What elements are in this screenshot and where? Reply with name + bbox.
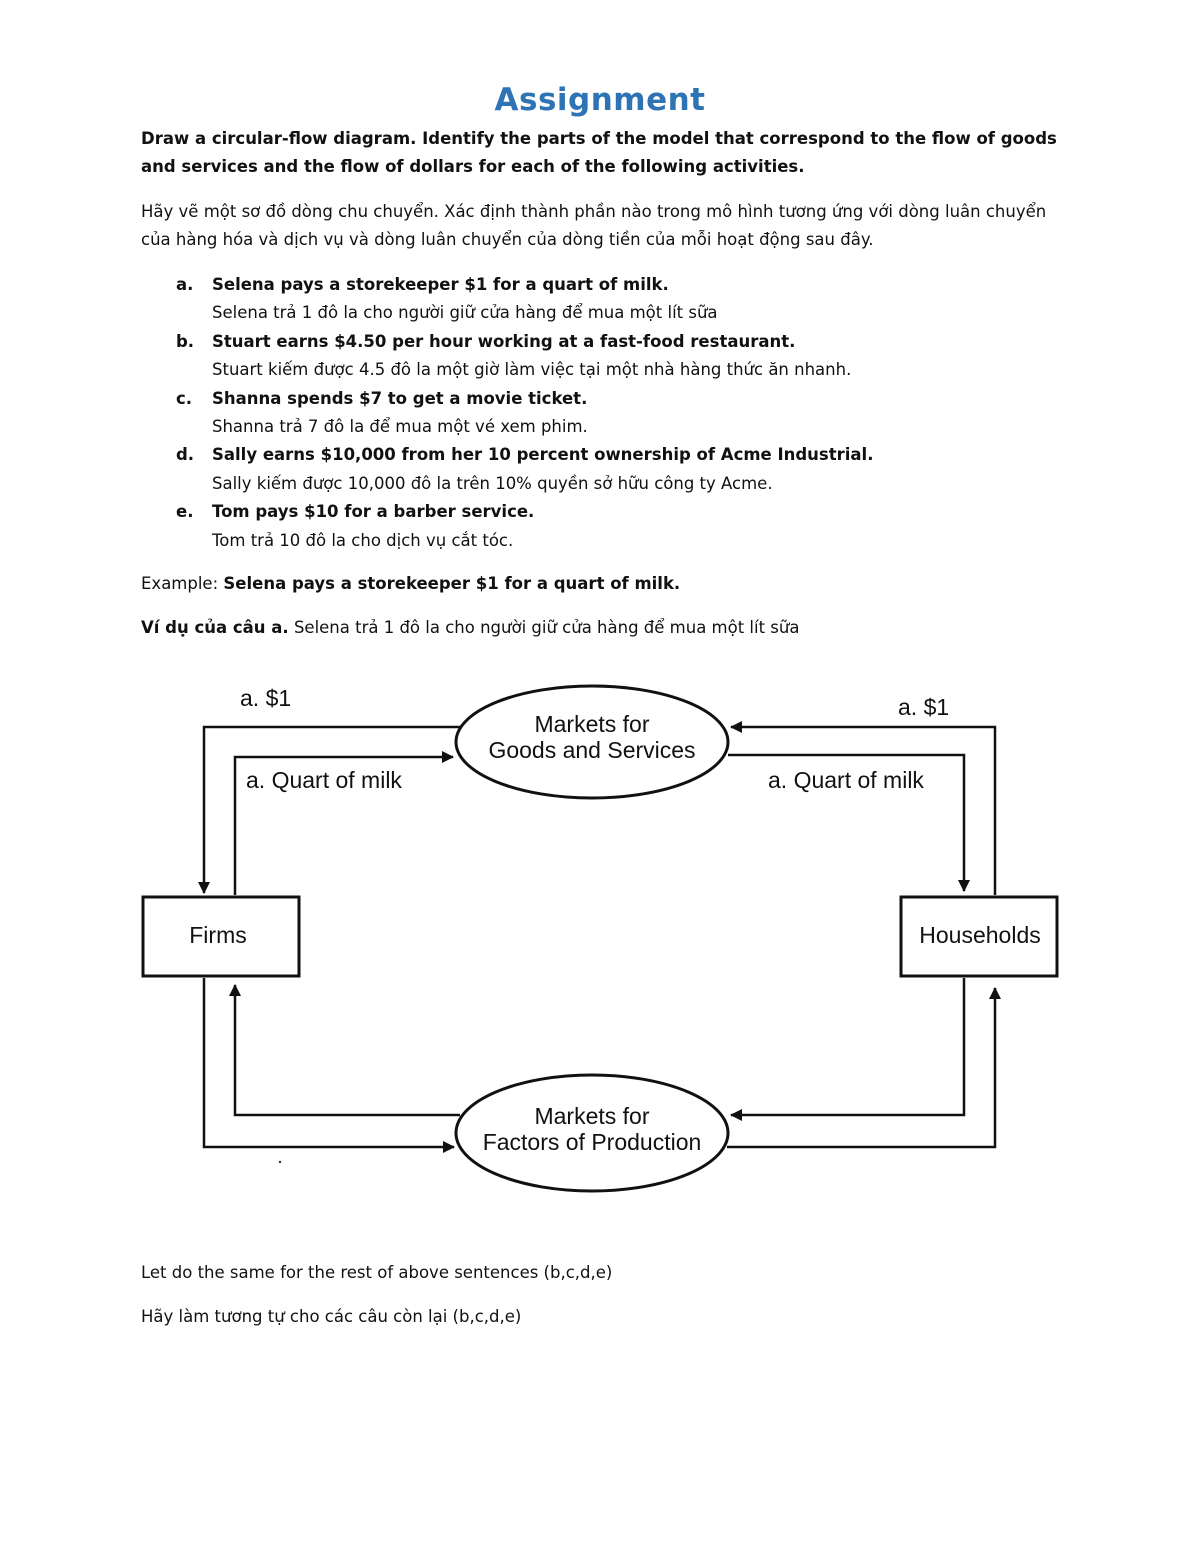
instructions-vietnamese: Hãy vẽ một sơ đồ dòng chu chuyển. Xác đị… [141,202,1047,249]
goods-market-label-line2: Goods and Services [488,737,695,763]
item-letter: d. [176,445,195,465]
arrow-factors-market-to-households [727,987,1001,1149]
right-goods-flow-label: a. Quart of milk [768,767,924,793]
item-letter: c. [176,388,193,408]
item-letter: e. [176,502,194,522]
goods-market-ellipse [454,684,730,800]
list-item: c. Shanna spends $7 to get a movie ticke… [176,385,1076,442]
arrow-households-to-goods-market [730,721,997,895]
item-vietnamese: Selena trả 1 đô la cho người giữ cửa hàn… [212,303,718,323]
instructions-english: Draw a circular-flow diagram. Identify t… [141,129,1057,176]
arrow-households-to-factors-market [730,978,966,1121]
item-english: Shanna spends $7 to get a movie ticket. [212,388,588,408]
factors-market-label-line2: Factors of Production [483,1129,702,1155]
item-vietnamese: Sally kiếm được 10,000 đô la trên 10% qu… [212,473,773,493]
arrow-goods-market-to-firms [198,725,461,894]
item-english: Tom pays $10 for a barber service. [212,502,535,522]
factors-market-ellipse [454,1073,730,1193]
left-goods-flow-label: a. Quart of milk [246,767,402,793]
example-line-vietnamese: Ví dụ của câu a. Selena trả 1 đô la cho … [141,614,1071,642]
item-letter: a. [176,275,194,294]
arrow-firms-to-goods-market [233,751,454,895]
goods-market-label-line1: Markets for [534,711,649,737]
left-dollar-flow-label: a. $1 [240,685,291,711]
example-vi-text: Selena trả 1 đô la cho người giữ cửa hàn… [293,618,800,637]
item-english: Stuart earns $4.50 per hour working at a… [212,331,796,351]
list-item: b. Stuart earns $4.50 per hour working a… [176,328,1076,385]
list-item: d. Sally earns $10,000 from her 10 perce… [176,441,1076,498]
example-label: Example: [141,574,219,593]
factors-market-label-line1: Markets for [534,1103,649,1129]
example-line: Example: Selena pays a storekeeper $1 fo… [141,570,1071,598]
activity-list: a. Selena pays a storekeeper $1 for a qu… [176,271,1076,555]
firms-label: Firms [189,922,246,948]
page-title: Assignment [494,82,706,118]
example-vi-label: Ví dụ của câu a. [141,618,289,637]
firms-box [141,895,301,978]
item-vietnamese: Shanna trả 7 đô la để mua một vé xem phi… [212,417,588,437]
item-vietnamese: Tom trả 10 đô la cho dịch vụ cắt tóc. [212,530,514,550]
closing-vietnamese: Hãy làm tương tự cho các câu còn lại (b,… [141,1307,522,1326]
closing-english: Let do the same for the rest of above se… [141,1263,613,1282]
arrow-firms-to-factors-market [202,978,455,1153]
item-english: Sally earns $10,000 from her 10 percent … [212,445,874,465]
list-item: a. Selena pays a storekeeper $1 for a qu… [176,271,1076,328]
item-english: Selena pays a storekeeper $1 for a quart… [212,275,669,294]
list-item: e. Tom pays $10 for a barber service. To… [176,498,1076,555]
item-vietnamese: Stuart kiếm được 4.5 đô la một giờ làm v… [212,360,852,380]
households-box [899,895,1059,978]
example-text: Selena pays a storekeeper $1 for a quart… [223,574,681,593]
right-dollar-flow-label: a. $1 [898,694,949,720]
stray-dot [278,1160,282,1164]
arrow-factors-market-to-firms [229,984,460,1117]
item-letter: b. [176,331,195,351]
arrow-goods-market-to-households [728,753,970,892]
households-label: Households [919,922,1040,948]
